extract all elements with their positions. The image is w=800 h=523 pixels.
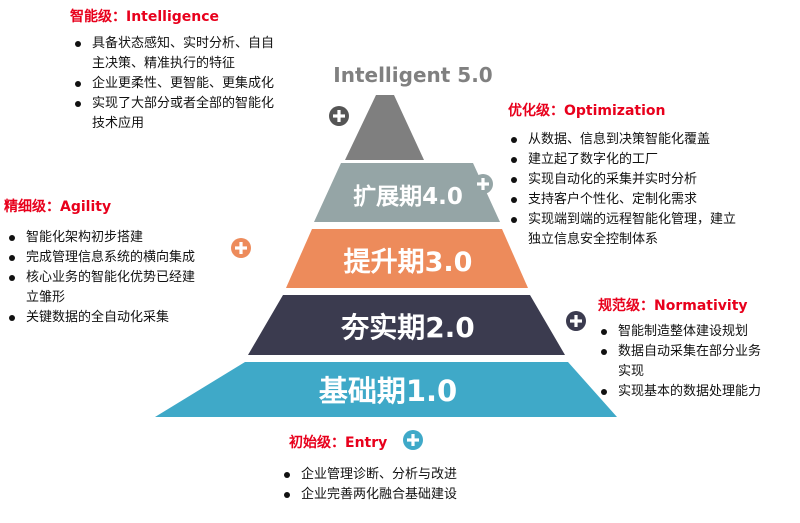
intelligence-title: 智能级：Intelligence [70, 9, 220, 25]
pyramid-tier-consolidate [248, 295, 565, 355]
entry-item: 企业管理诊断、分析与改进 [279, 465, 539, 485]
entry-title: 初始级：Entry [289, 435, 388, 451]
agility-item: 关键数据的全自动化采集 [4, 308, 244, 328]
optimization-list: 从数据、信息到决策智能化覆盖 建立起了数字化的工厂 实现自动化的采集并实时分析 … [506, 130, 796, 250]
agility-item: 智能化架构初步搭建 [4, 228, 244, 248]
pyramid-tier-expand [314, 163, 500, 222]
normativity-item: 实现基本的数据处理能力 [596, 382, 796, 402]
pyramid-tier-top [345, 95, 424, 160]
plus-icon-entry [403, 430, 423, 450]
agility-item: 核心业务的智能化优势已经建 [4, 268, 244, 288]
agility-list: 智能化架构初步搭建 完成管理信息系统的横向集成 核心业务的智能化优势已经建 立雏… [4, 228, 244, 328]
entry-item: 企业完善两化融合基础建设 [279, 485, 539, 505]
optimization-item: 支持客户个性化、定制化需求 [506, 190, 796, 210]
optimization-item-cont: 独立信息安全控制体系 [528, 232, 659, 247]
normativity-item: 智能制造整体建设规划 [596, 322, 796, 342]
plus-icon-optimization [473, 174, 493, 194]
normativity-list: 智能制造整体建设规划 数据自动采集在部分业务 实现 实现基本的数据处理能力 [596, 322, 796, 402]
optimization-title: 优化级：Optimization [508, 103, 666, 119]
intelligence-item: 具备状态感知、实时分析、自自 [70, 34, 320, 54]
level-consolidate-label: 夯实期2.0 [340, 311, 475, 344]
pyramid-tier-improve [286, 229, 528, 288]
optimization-item: 实现自动化的采集并实时分析 [506, 170, 796, 190]
agility-title: 精细级：Agility [4, 199, 112, 215]
optimization-item: 实现端到端的远程智能化管理，建立 [506, 210, 796, 230]
intelligence-item-cont: 主决策、精准执行的特征 [92, 56, 236, 71]
level-foundation-label: 基础期1.0 [319, 374, 457, 408]
intelligence-list: 具备状态感知、实时分析、自自 主决策、精准执行的特征 企业更柔性、更智能、更集成… [70, 34, 320, 134]
optimization-item: 从数据、信息到决策智能化覆盖 [506, 130, 796, 150]
entry-list: 企业管理诊断、分析与改进 企业完善两化融合基础建设 [279, 465, 539, 505]
plus-icon-agility [231, 238, 251, 258]
level-expand-label: 扩展期4.0 [353, 184, 463, 210]
plus-icon-normativity [566, 311, 586, 331]
normativity-title: 规范级：Normativity [598, 298, 748, 314]
normativity-item: 数据自动采集在部分业务 [596, 342, 796, 362]
intelligence-item: 实现了大部分或者全部的智能化 [70, 94, 320, 114]
pyramid-tier-foundation [155, 362, 617, 417]
optimization-item: 建立起了数字化的工厂 [506, 150, 796, 170]
normativity-item-cont: 实现 [618, 364, 645, 379]
intelligence-item: 企业更柔性、更智能、更集成化 [70, 74, 320, 94]
agility-item: 完成管理信息系统的横向集成 [4, 248, 244, 268]
agility-item-cont: 立雏形 [26, 290, 66, 305]
level-improve-label: 提升期3.0 [344, 247, 473, 278]
plus-icon-intelligence [329, 106, 349, 126]
intelligence-item-cont: 技术应用 [92, 116, 145, 131]
top-level-label: Intelligent 5.0 [333, 63, 492, 87]
